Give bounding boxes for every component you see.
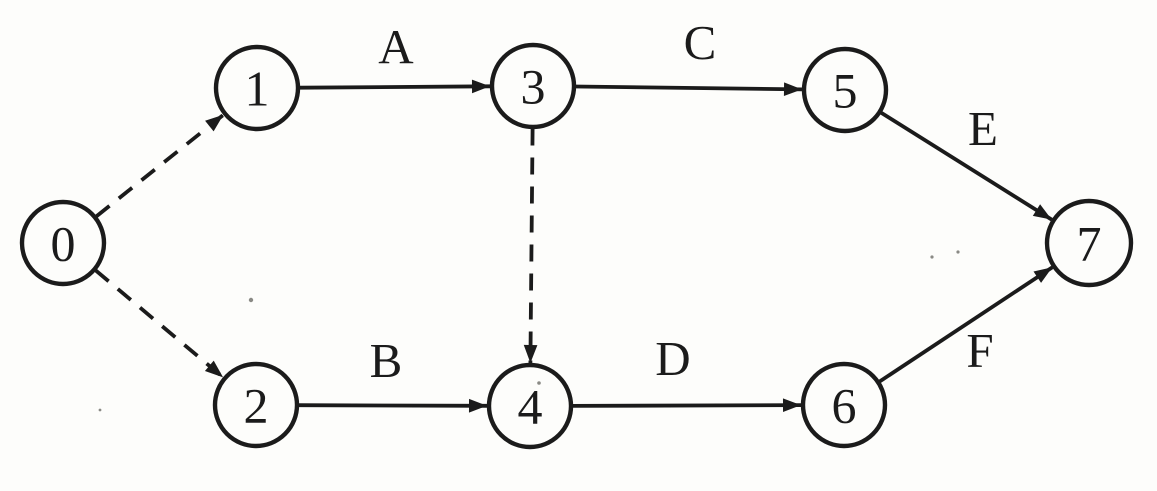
scan-speck — [956, 250, 960, 254]
node-2 — [212, 361, 300, 449]
edge-0-to-2-dummy — [94, 268, 225, 379]
node-5 — [801, 46, 889, 134]
edge-label-C: C — [684, 15, 717, 70]
scan-speck — [98, 408, 102, 412]
edge-1-to-3 — [299, 79, 491, 94]
edge-3-to-4-dummy — [523, 128, 538, 364]
edge-label-F: F — [966, 323, 993, 378]
node-label-6: 6 — [832, 378, 857, 434]
node-0 — [19, 199, 107, 287]
edge-label-D: D — [655, 331, 690, 386]
node-label-3: 3 — [521, 59, 546, 115]
node-3 — [489, 42, 577, 130]
node-label-5: 5 — [833, 63, 858, 119]
edge-label-E: E — [968, 101, 998, 156]
node-6 — [800, 361, 888, 449]
scan-speck — [537, 381, 541, 385]
edge-0-to-1-dummy — [95, 113, 225, 218]
node-4 — [486, 362, 574, 450]
node-label-2: 2 — [244, 378, 269, 434]
node-1 — [213, 44, 301, 132]
edge-5-to-7 — [879, 110, 1053, 222]
edge-6-to-7 — [878, 265, 1054, 384]
edge-label-B: B — [370, 333, 403, 388]
edge-4-to-6 — [572, 398, 802, 413]
edge-3-to-5 — [575, 82, 803, 97]
edge-label-A: A — [378, 19, 414, 74]
edge-2-to-4 — [298, 398, 488, 413]
node-label-0: 0 — [51, 216, 76, 272]
node-label-1: 1 — [245, 61, 270, 117]
node-label-4: 4 — [518, 379, 543, 435]
node-7 — [1044, 198, 1134, 288]
scan-speck — [930, 255, 934, 259]
node-label-7: 7 — [1077, 216, 1102, 272]
scan-speck — [248, 297, 254, 303]
